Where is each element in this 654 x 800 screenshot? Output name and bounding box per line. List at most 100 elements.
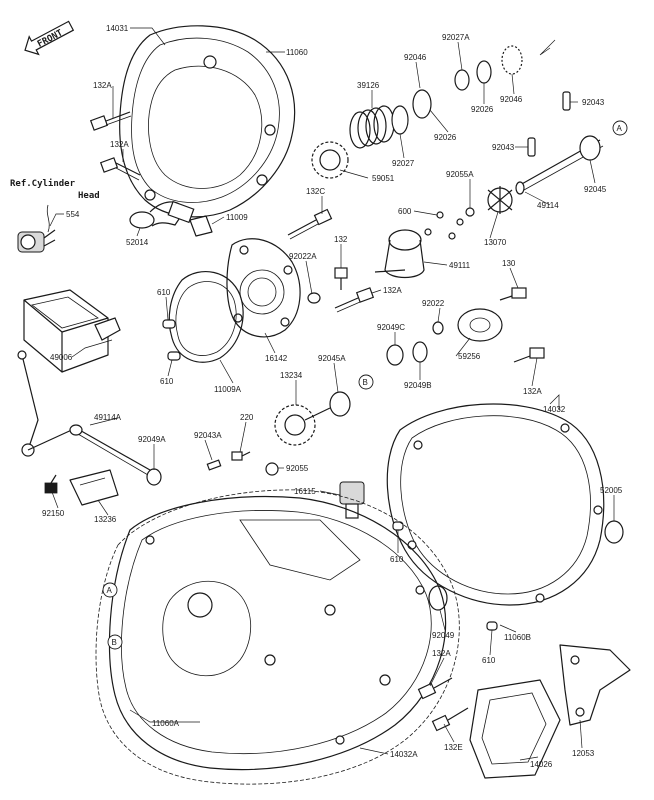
bolt-130 bbox=[499, 287, 527, 301]
water-pipe-52014 bbox=[129, 200, 195, 229]
part-labels: 14031 11060 132A 132A 554 52014 11009 13… bbox=[42, 24, 623, 769]
magneto-cover bbox=[119, 25, 296, 218]
bearing-92049c bbox=[386, 344, 404, 366]
label-132a-3: 132A bbox=[383, 286, 402, 295]
label-14031: 14031 bbox=[106, 24, 129, 33]
label-92022: 92022 bbox=[422, 299, 445, 308]
dowel-610-d bbox=[486, 621, 498, 631]
gear-92046 bbox=[501, 45, 523, 75]
label-92049b: 92049B bbox=[404, 381, 432, 390]
dowel-610-b bbox=[167, 351, 181, 361]
pin-92043-lower bbox=[527, 137, 536, 157]
label-610-4: 610 bbox=[482, 656, 496, 665]
label-92046-b: 92046 bbox=[500, 95, 523, 104]
label-11060b: 11060B bbox=[504, 633, 531, 642]
ref-cylinder-note: Ref.Cylinder bbox=[10, 178, 76, 189]
leader-lines bbox=[49, 27, 615, 761]
cap-16115 bbox=[339, 481, 365, 519]
label-92026-1: 92026 bbox=[471, 105, 494, 114]
label-92049c: 92049C bbox=[377, 323, 405, 332]
bolt-132a-right bbox=[513, 347, 545, 363]
label-130: 130 bbox=[502, 259, 516, 268]
guard-14026 bbox=[469, 679, 561, 779]
label-11060: 11060 bbox=[286, 48, 308, 57]
label-92055: 92055 bbox=[286, 464, 309, 473]
label-554: 554 bbox=[66, 210, 80, 219]
label-132e: 132E bbox=[444, 743, 463, 752]
bolt-132e bbox=[431, 707, 469, 732]
gear-13234 bbox=[274, 404, 331, 446]
label-49114: 49114 bbox=[537, 201, 559, 210]
washer-92026-a bbox=[476, 60, 492, 84]
svg-text:B: B bbox=[112, 638, 117, 647]
label-132a-1: 132A bbox=[93, 81, 112, 90]
label-92150: 92150 bbox=[42, 509, 65, 518]
bolt-132a-lower bbox=[417, 677, 453, 700]
label-132a-4: 132A bbox=[523, 387, 542, 396]
label-13070: 13070 bbox=[484, 238, 507, 247]
screw-220 bbox=[231, 451, 251, 461]
marker-b-left: B bbox=[107, 634, 123, 650]
bolt-132a-upper bbox=[89, 111, 132, 131]
label-132a-5: 132A bbox=[432, 649, 451, 658]
label-52014: 52014 bbox=[126, 238, 149, 247]
washer-92026-b bbox=[412, 89, 432, 119]
pin-92043a bbox=[206, 459, 222, 471]
label-14032a: 14032A bbox=[390, 750, 418, 759]
crankcase-cover bbox=[108, 495, 447, 771]
bracket-12053 bbox=[559, 644, 631, 726]
cylinder-head-fitting bbox=[17, 204, 56, 253]
arrow-pair bbox=[539, 39, 556, 56]
label-14032: 14032 bbox=[543, 405, 566, 414]
label-92043a: 92043A bbox=[194, 431, 222, 440]
bolt-132a-center bbox=[334, 287, 375, 313]
label-92026-2: 92026 bbox=[434, 133, 457, 142]
pin-92043-upper bbox=[562, 91, 571, 111]
marker-a-right: A bbox=[612, 120, 628, 136]
label-132a-2: 132A bbox=[110, 140, 129, 149]
label-49114a: 49114A bbox=[94, 413, 122, 422]
label-13234: 13234 bbox=[280, 371, 303, 380]
water-pump-cover bbox=[226, 238, 301, 338]
label-600: 600 bbox=[398, 207, 412, 216]
bolt-132a-second bbox=[99, 157, 141, 181]
bearing-92049 bbox=[428, 585, 448, 611]
label-92049a: 92049A bbox=[138, 435, 166, 444]
label-610-1: 610 bbox=[157, 288, 171, 297]
cover-gasket-11060a bbox=[95, 489, 460, 785]
bracket-13236 bbox=[69, 469, 119, 506]
label-59256: 59256 bbox=[458, 352, 481, 361]
seal-52005 bbox=[604, 520, 624, 544]
springs-39126 bbox=[349, 105, 395, 149]
label-52005: 52005 bbox=[600, 486, 623, 495]
bolt-132-small bbox=[334, 267, 348, 290]
filter-49006 bbox=[23, 289, 121, 373]
label-92049: 92049 bbox=[432, 631, 455, 640]
svg-text:A: A bbox=[107, 586, 113, 595]
clutch-cover-14032 bbox=[386, 403, 605, 606]
label-92022a: 92022A bbox=[289, 252, 317, 261]
impeller-59256 bbox=[457, 308, 503, 342]
bearing-92045a bbox=[329, 391, 351, 417]
label-39126: 39126 bbox=[357, 81, 380, 90]
label-11060a: 11060A bbox=[152, 719, 180, 728]
seal-92049a bbox=[146, 468, 162, 486]
svg-text:A: A bbox=[617, 124, 623, 133]
bearing-92049b bbox=[412, 341, 428, 363]
label-92045a: 92045A bbox=[318, 354, 346, 363]
front-arrow-badge: FRONT bbox=[24, 20, 75, 56]
impeller-13070 bbox=[487, 186, 513, 214]
shaft-49114a bbox=[17, 350, 151, 476]
gasket-11009 bbox=[189, 215, 213, 237]
dowel-610-a bbox=[162, 319, 176, 329]
label-610-2: 610 bbox=[160, 377, 174, 386]
oring-92055a bbox=[465, 207, 475, 217]
label-11009a: 11009A bbox=[214, 385, 242, 394]
oring-92055 bbox=[265, 462, 279, 476]
balls-600 bbox=[424, 211, 464, 240]
label-92045: 92045 bbox=[584, 185, 607, 194]
washer-92027a bbox=[454, 69, 470, 91]
washer-92022a bbox=[307, 292, 321, 304]
label-92027: 92027 bbox=[392, 159, 415, 168]
